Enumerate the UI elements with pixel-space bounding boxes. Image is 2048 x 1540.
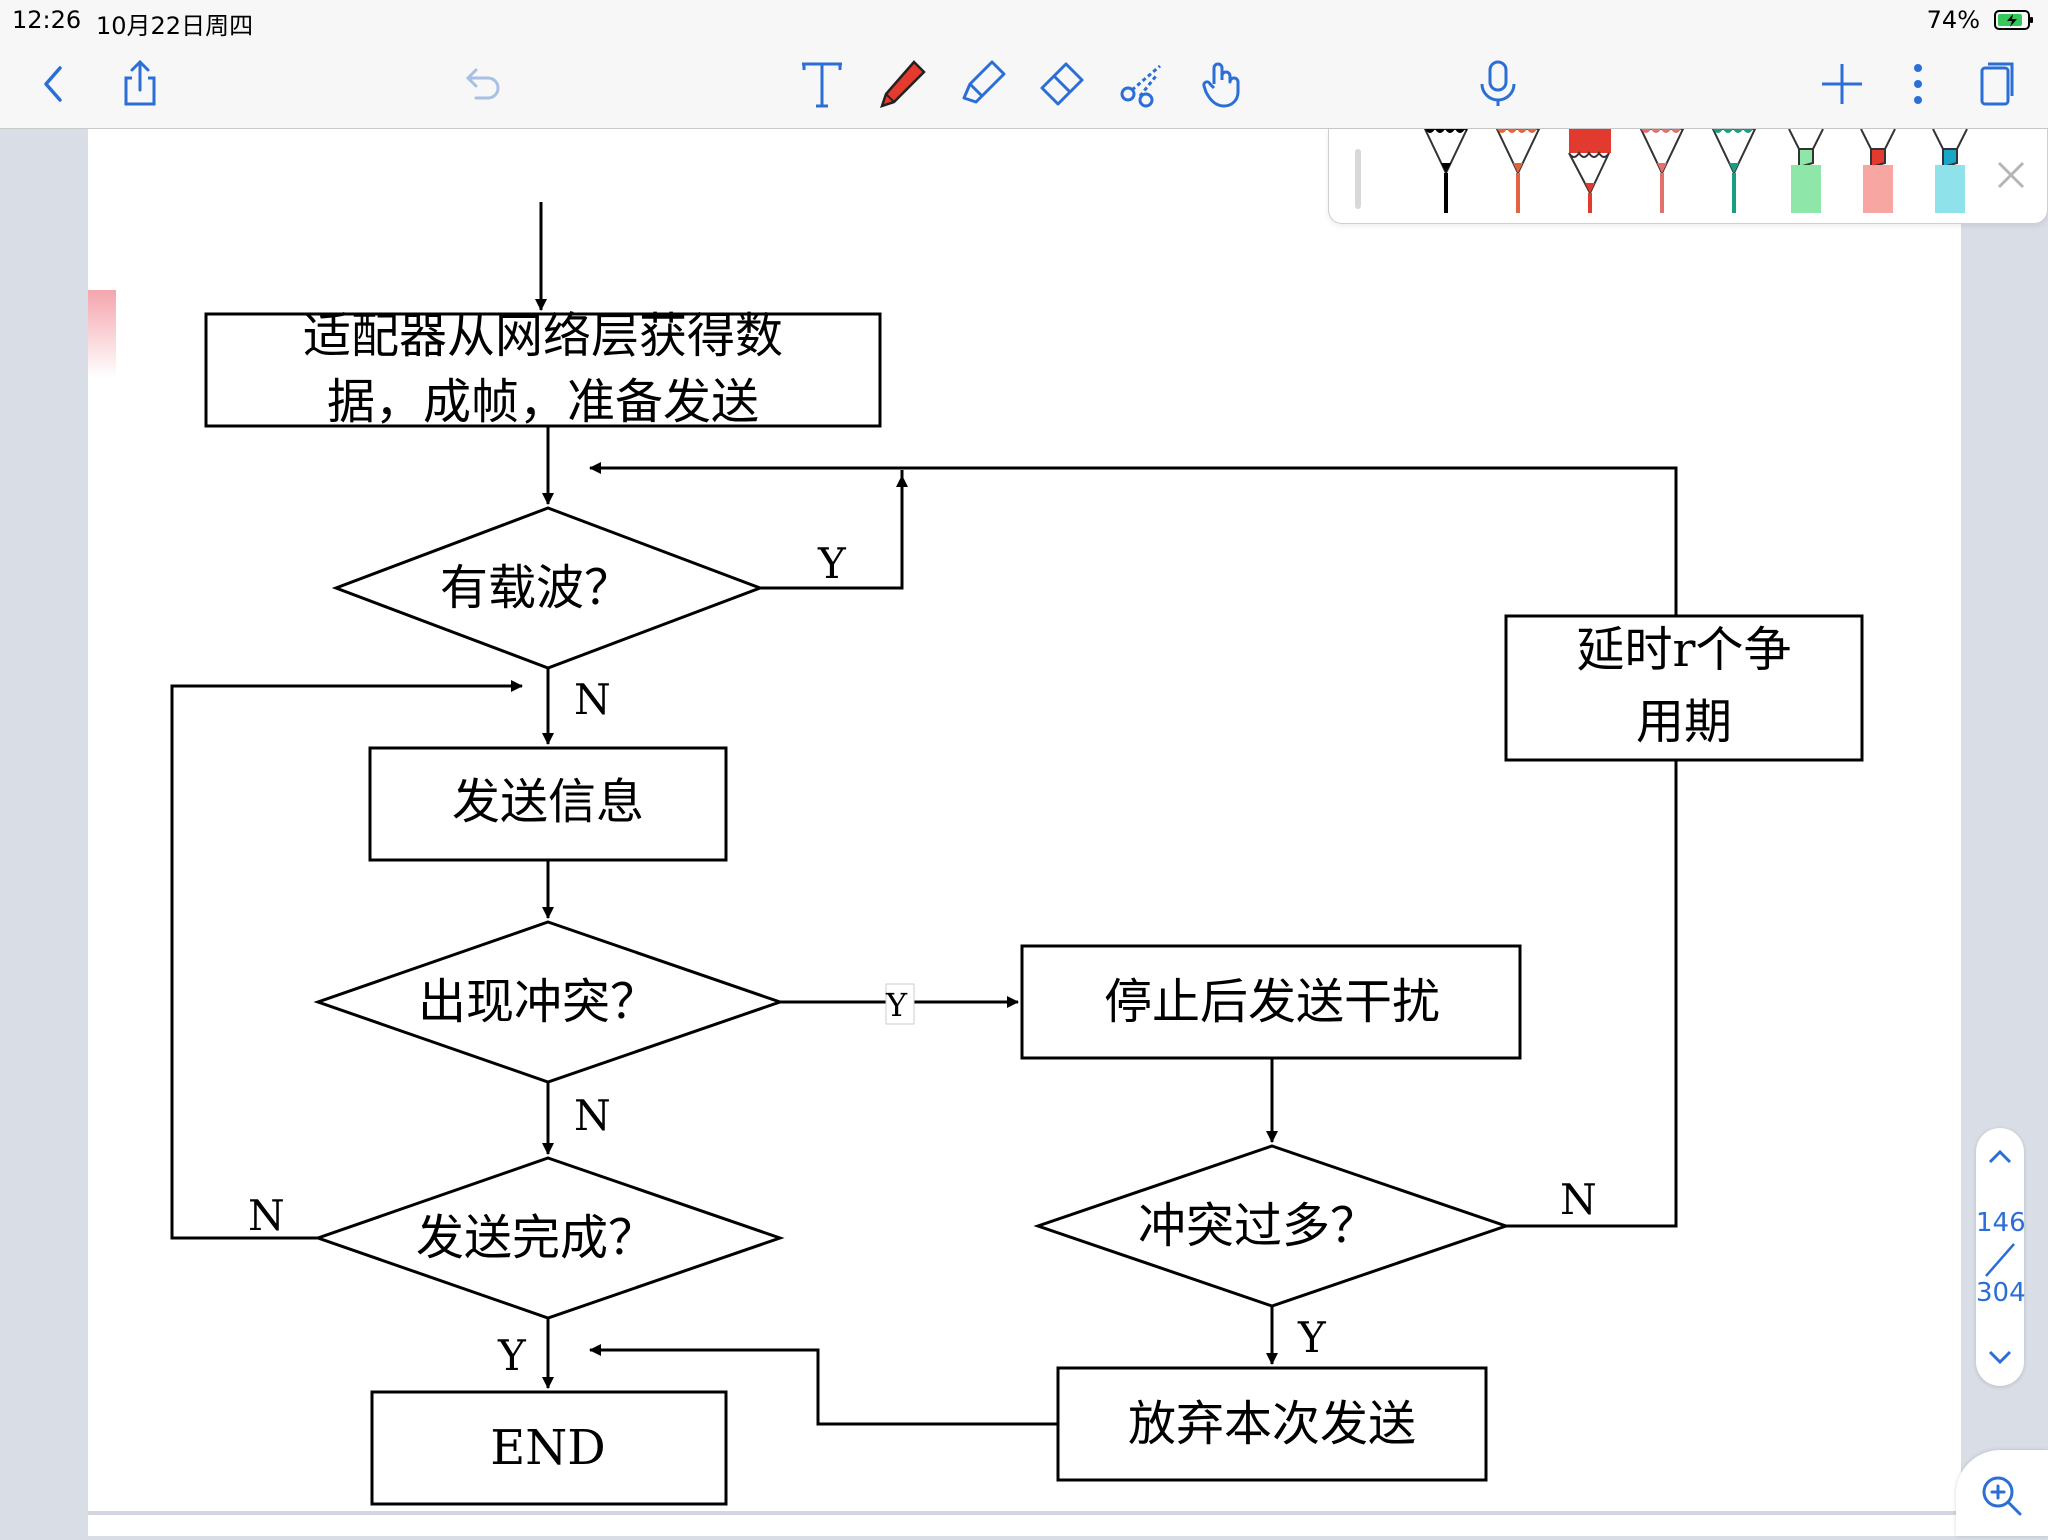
status-date: 10月22日周四 [96,12,254,40]
pen-tool-icon[interactable] [872,54,932,114]
battery-percentage: 74% [1926,6,1980,34]
panel-divider [1355,149,1361,209]
more-icon[interactable] [1888,54,1948,114]
hand-pointer-icon[interactable] [1192,54,1252,114]
pink-highlighter-icon[interactable] [1855,129,1901,213]
pen-picker-panel [1328,129,2048,224]
delay-box [1504,614,1864,762]
total-pages-number: 304 [1976,1278,2026,1308]
toolbar [0,40,2048,129]
red-pen-selected-icon[interactable] [1567,129,1613,213]
text-tool-icon[interactable] [792,54,852,114]
status-bar: 12:26 10月22日周四 74% [0,0,2048,40]
share-icon[interactable] [110,54,170,114]
close-icon[interactable] [1993,157,2029,193]
end-box [370,1390,728,1506]
page-separator [1985,1243,2015,1277]
abort-box [1056,1366,1488,1482]
current-page-number: 146 [1976,1208,2026,1238]
lasso-scissors-icon[interactable] [1112,54,1172,114]
page-navigator: 146 304 [1976,1128,2026,1386]
eraser-icon[interactable] [1032,54,1092,114]
salmon-pen-icon[interactable] [1639,129,1685,213]
start-box [204,312,882,428]
microphone-icon[interactable] [1468,54,1528,114]
next-page-strip [88,1515,1961,1536]
undo-icon[interactable] [452,54,512,114]
chevron-up-icon[interactable] [1976,1136,2024,1176]
highlighter-icon[interactable] [952,54,1012,114]
black-pen-icon[interactable] [1423,129,1469,213]
cyan-highlighter-icon[interactable] [1927,129,1973,213]
red-margin-mark [88,290,116,378]
green-highlighter-icon[interactable] [1783,129,1829,213]
status-time: 12:26 [12,6,82,34]
pages-icon[interactable] [1966,54,2026,114]
add-icon[interactable] [1812,54,1872,114]
orange-pen-icon[interactable] [1495,129,1541,213]
zoom-button[interactable] [1956,1450,2048,1536]
page-divider [88,1511,1961,1515]
back-icon[interactable] [24,54,84,114]
battery-charging-icon [1994,10,2033,30]
zoom-in-icon [1982,1476,2022,1516]
chevron-down-icon[interactable] [1976,1338,2024,1378]
teal-pen-icon[interactable] [1711,129,1757,213]
